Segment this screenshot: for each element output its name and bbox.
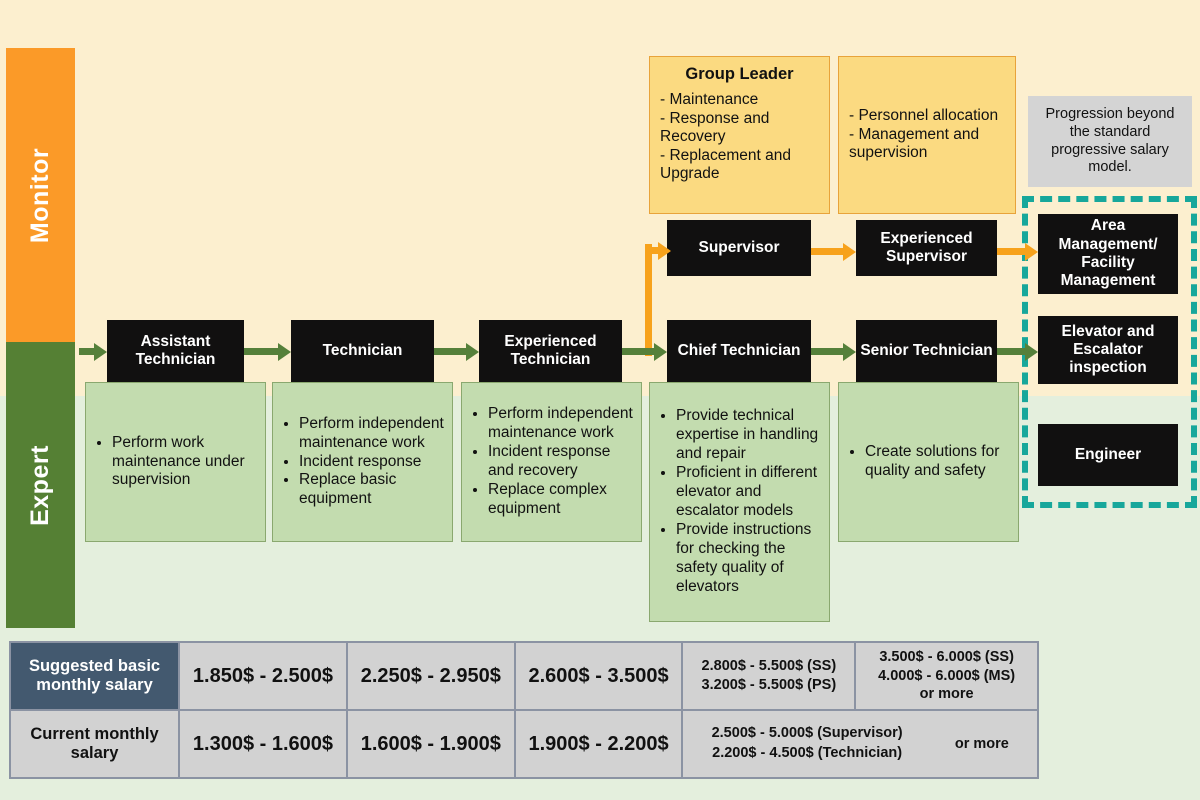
box-senior-technician[interactable]: Senior Technician (856, 320, 997, 382)
arrow-head (1025, 343, 1038, 361)
box-engineer[interactable]: Engineer (1038, 424, 1178, 486)
rail-expert-label: Expert (26, 444, 54, 526)
cell-suggested-senior: 3.500$ - 6.000$ (SS) 4.000$ - 6.000$ (MS… (856, 643, 1037, 709)
panel-leader-duties: - Personnel allocation - Management and … (838, 56, 1016, 214)
cell-suggested-experienced: 2.600$ - 3.500$ (515, 643, 682, 709)
box-supervisor-label: Supervisor (698, 238, 780, 256)
box-area-facility-management-label: Area Management/ Facility Management (1058, 217, 1158, 290)
arrow-head (1025, 243, 1038, 261)
arrow-head (654, 343, 667, 361)
duty-item: Proficient in different elevator and esc… (676, 464, 821, 521)
cell-suggested-assistant: 1.850$ - 2.500$ (180, 643, 346, 709)
duties-list: Perform independent maintenance work Inc… (277, 415, 444, 510)
duties-assistant-technician: Perform work maintenance under supervisi… (85, 382, 266, 542)
cell-line: or more (919, 686, 974, 703)
duty-item: Incident response (299, 453, 444, 472)
duties-chief-technician: Provide technical expertise in handling … (649, 382, 830, 622)
branch-line-to-supervisor (645, 244, 652, 356)
rail-monitor-label: Monitor (26, 147, 55, 243)
duty-item: Replace complex equipment (488, 481, 633, 519)
rail-monitor: Monitor (6, 48, 75, 342)
box-elevator-escalator-inspection-label: Elevator and Escalator inspection (1061, 322, 1155, 377)
group-leader-line-1: - Maintenance (660, 91, 759, 108)
box-area-facility-management[interactable]: Area Management/ Facility Management (1038, 214, 1178, 294)
duties-list: Provide technical expertise in handling … (654, 407, 821, 596)
box-elevator-escalator-inspection[interactable]: Elevator and Escalator inspection (1038, 316, 1178, 384)
arrow-head (843, 243, 856, 261)
note-progression-text: Progression beyond the standard progress… (1045, 106, 1175, 176)
leader-duties-line-1: - Personnel allocation (849, 107, 999, 125)
cell-current-assistant: 1.300$ - 1.600$ (180, 711, 346, 777)
duties-list: Perform work maintenance under supervisi… (90, 434, 257, 491)
arrow-head (94, 343, 107, 361)
duty-item: Perform work maintenance under supervisi… (112, 434, 257, 491)
row-header-current: Current monthly salary (11, 711, 179, 777)
box-experienced-supervisor[interactable]: Experienced Supervisor (856, 220, 997, 276)
arrow-shaft (811, 248, 844, 255)
cell-current-experienced: 1.900$ - 2.200$ (515, 711, 682, 777)
box-engineer-label: Engineer (1074, 445, 1142, 463)
box-technician[interactable]: Technician (291, 320, 434, 382)
box-experienced-technician[interactable]: Experienced Technician (479, 320, 622, 382)
cell-suggested-technician: 2.250$ - 2.950$ (347, 643, 514, 709)
group-leader-title: Group Leader (685, 65, 794, 83)
duty-item: Replace basic equipment (299, 471, 444, 509)
cell-or-more: or more (954, 735, 1009, 752)
cell-line: 4.000$ - 6.000$ (MS) (878, 667, 1016, 684)
duties-experienced-technician: Perform independent maintenance work Inc… (461, 382, 642, 542)
duty-item: Provide technical expertise in handling … (676, 407, 821, 464)
duties-list: Perform independent maintenance work Inc… (466, 405, 633, 518)
table-row-current: Current monthly salary 1.300$ - 1.600$ 1… (11, 711, 1037, 777)
arrow-shaft (244, 348, 279, 355)
box-assistant-technician-label: Assistant Technician (135, 332, 216, 368)
box-experienced-supervisor-label: Experienced Supervisor (880, 229, 973, 265)
panel-group-leader: Group Leader - Maintenance - Response an… (649, 56, 830, 214)
leader-duties-line-2: - Management and supervision (849, 125, 980, 162)
arrow-head (466, 343, 479, 361)
duties-list: Create solutions for quality and safety (843, 443, 1010, 481)
arrow-shaft (622, 348, 655, 355)
cell-line: 2.200$ - 4.500$ (Technician) (712, 745, 903, 761)
row-header-suggested: Suggested basic monthly salary (11, 643, 179, 709)
arrow-shaft (997, 248, 1026, 255)
box-technician-label: Technician (322, 341, 403, 359)
duty-item: Create solutions for quality and safety (865, 443, 1010, 481)
cell-line: 3.200$ - 5.500$ (PS) (701, 677, 837, 693)
box-supervisor[interactable]: Supervisor (667, 220, 811, 276)
table-row-suggested: Suggested basic monthly salary 1.850$ - … (11, 643, 1037, 709)
cell-current-chief-senior: 2.500$ - 5.000$ (Supervisor) 2.200$ - 4.… (683, 711, 1037, 777)
duty-item: Provide instructions for checking the sa… (676, 521, 821, 597)
cell-line: 2.500$ - 5.000$ (Supervisor) (711, 725, 903, 742)
cell-line: 2.800$ - 5.500$ (SS) (701, 658, 837, 675)
arrow-head (278, 343, 291, 361)
cell-current-technician: 1.600$ - 1.900$ (347, 711, 514, 777)
cell-line: 3.500$ - 6.000$ (SS) (879, 648, 1014, 665)
duty-item: Incident response and recovery (488, 443, 633, 481)
note-progression: Progression beyond the standard progress… (1028, 96, 1192, 187)
arrow-shaft (811, 348, 844, 355)
salary-table: Suggested basic monthly salary 1.850$ - … (9, 641, 1039, 779)
duties-senior-technician: Create solutions for quality and safety (838, 382, 1019, 542)
arrow-head (843, 343, 856, 361)
arrow-shaft (645, 247, 659, 254)
duties-technician: Perform independent maintenance work Inc… (272, 382, 453, 542)
arrow-shaft (997, 348, 1026, 355)
arrow-shaft (79, 348, 95, 355)
group-leader-line-3: - Replacement and Upgrade (660, 146, 791, 183)
cell-split: 2.500$ - 5.000$ (Supervisor) 2.200$ - 4.… (688, 724, 1032, 763)
duty-item: Perform independent maintenance work (488, 405, 633, 443)
arrow-head (658, 242, 671, 260)
box-assistant-technician[interactable]: Assistant Technician (107, 320, 244, 382)
cell-suggested-chief: 2.800$ - 5.500$ (SS) 3.200$ - 5.500$ (PS… (683, 643, 855, 709)
duty-item: Perform independent maintenance work (299, 415, 444, 453)
rail-expert: Expert (6, 342, 75, 628)
box-experienced-technician-label: Experienced Technician (504, 332, 597, 368)
cell-block: 2.500$ - 5.000$ (Supervisor) 2.200$ - 4.… (712, 724, 903, 763)
group-leader-line-2: - Response and Recovery (660, 109, 770, 146)
arrow-shaft (434, 348, 467, 355)
box-chief-technician[interactable]: Chief Technician (667, 320, 811, 382)
box-senior-technician-label: Senior Technician (860, 341, 993, 359)
box-chief-technician-label: Chief Technician (677, 341, 801, 359)
